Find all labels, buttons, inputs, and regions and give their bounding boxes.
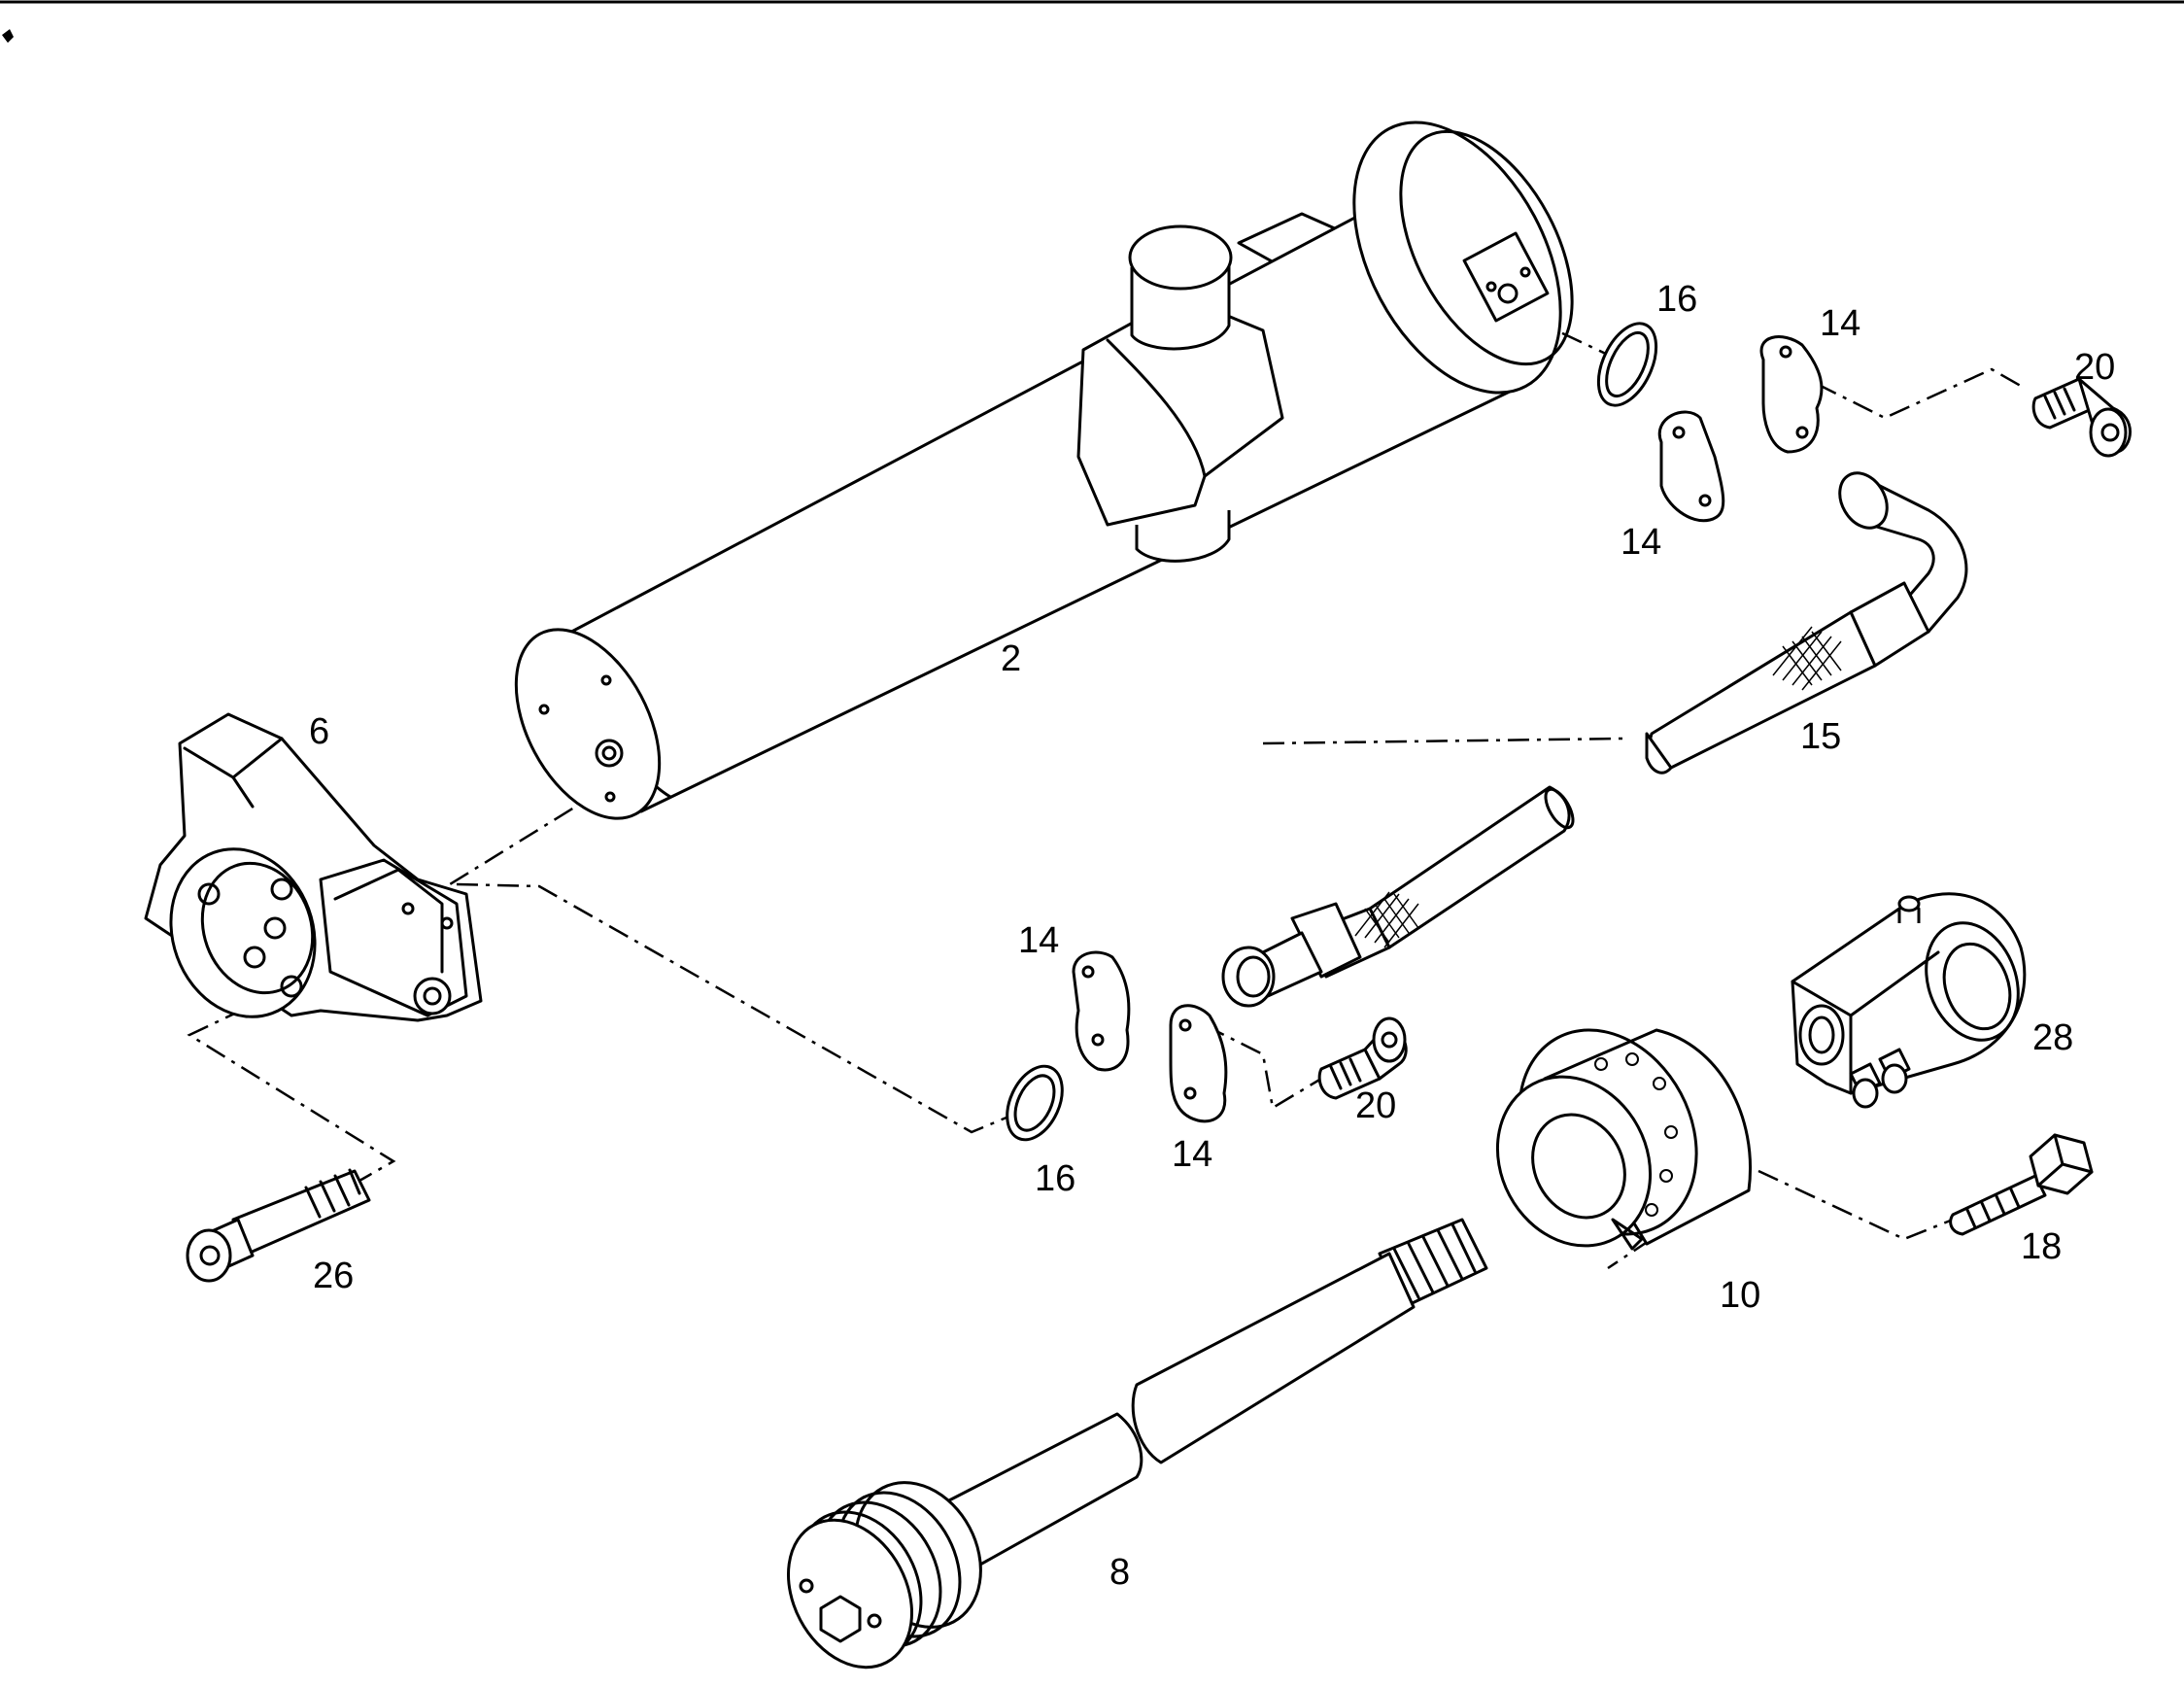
callout-8: 8 xyxy=(1109,1552,1130,1593)
callout-14-bottom-left: 14 xyxy=(1018,920,1059,961)
callout-14-bottom-right: 14 xyxy=(1172,1134,1212,1175)
part-gland-10 xyxy=(1495,1028,1752,1251)
part-clamp-14-top-a xyxy=(1657,410,1725,523)
callout-2: 2 xyxy=(1001,638,1021,679)
part-clamp-14-bottom-b xyxy=(1169,1004,1228,1123)
part-oring-16-bottom xyxy=(1006,1064,1064,1142)
callout-16-top: 16 xyxy=(1656,279,1697,320)
callout-28: 28 xyxy=(2032,1017,2073,1058)
part-screw-26 xyxy=(186,1168,371,1283)
callout-14-top-left: 14 xyxy=(1621,522,1661,563)
part-bolt-18 xyxy=(1949,1133,2094,1236)
callout-16-bottom: 16 xyxy=(1035,1158,1075,1199)
callout-26: 26 xyxy=(313,1256,354,1296)
corner-mark xyxy=(2,29,14,43)
part-oring-16-top xyxy=(1596,322,1658,407)
callout-labels: 2 6 8 10 14 14 14 14 15 16 16 18 20 20 2… xyxy=(309,279,2115,1593)
callout-6: 6 xyxy=(309,711,329,752)
callout-20-top: 20 xyxy=(2074,347,2115,388)
part-screw-20-bottom xyxy=(1317,1016,1408,1100)
callout-15: 15 xyxy=(1800,716,1841,757)
part-cylinder-2 xyxy=(514,120,1574,820)
part-hose-15 xyxy=(1221,471,1968,1008)
part-rod-eye-28 xyxy=(1791,892,2027,1109)
callout-20-bottom: 20 xyxy=(1355,1085,1396,1126)
callout-18: 18 xyxy=(2021,1226,2062,1267)
callout-14-top-right: 14 xyxy=(1820,303,1860,344)
part-piston-rod-8 xyxy=(786,1218,1488,1670)
part-bracket-6 xyxy=(144,712,483,1022)
callout-10: 10 xyxy=(1720,1275,1760,1316)
part-screw-20-top xyxy=(2031,377,2132,458)
part-clamp-14-top-b xyxy=(1759,335,1824,454)
part-clamp-14-bottom-a xyxy=(1072,950,1131,1072)
